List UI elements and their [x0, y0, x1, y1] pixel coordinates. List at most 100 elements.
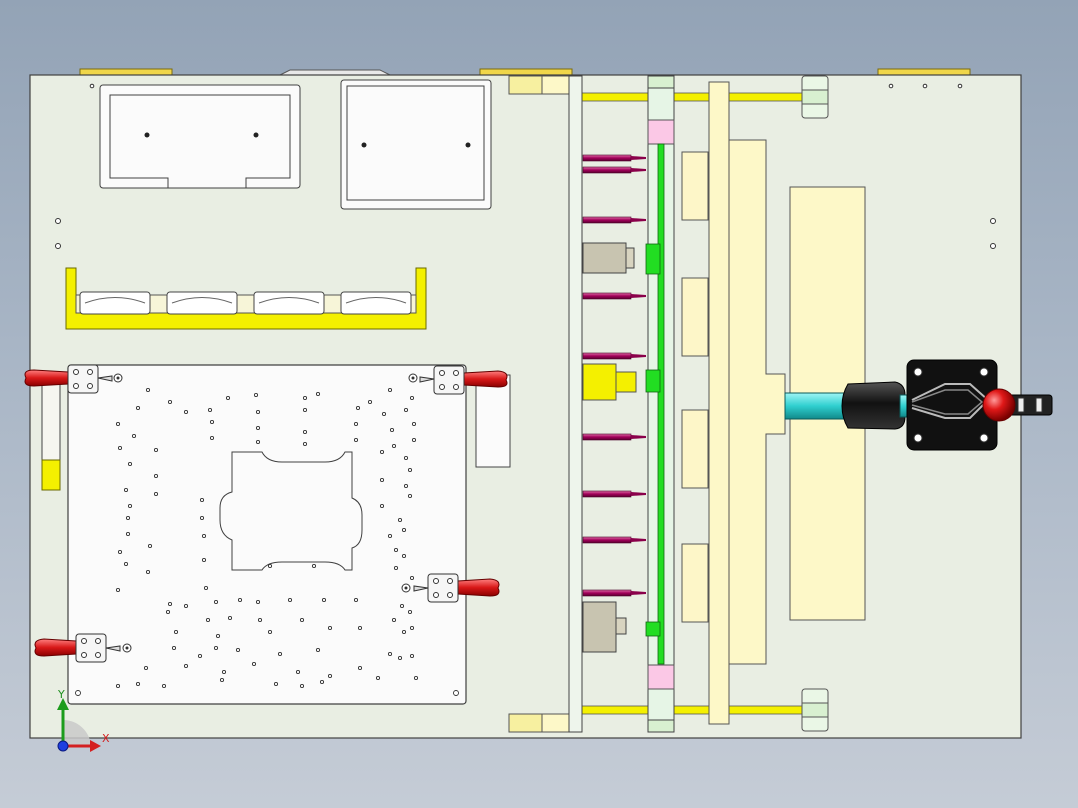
pogo-pin	[582, 154, 646, 162]
test-point-hole	[355, 405, 361, 411]
rod-knob[interactable]	[841, 381, 913, 430]
test-point-hole	[357, 625, 363, 631]
test-point-hole	[197, 653, 203, 659]
test-point-hole	[397, 655, 403, 661]
fan-unit	[79, 291, 412, 315]
pogo-pin	[582, 536, 646, 544]
test-point-hole	[411, 421, 417, 427]
test-point-hole	[295, 669, 301, 675]
test-point-hole	[127, 503, 133, 509]
test-point-hole	[389, 427, 395, 433]
test-point-hole	[393, 547, 399, 553]
test-point-hole	[411, 437, 417, 443]
test-point-hole	[225, 395, 231, 401]
pogo-pins	[582, 154, 646, 597]
window-frame-right	[340, 79, 492, 210]
test-point-hole	[299, 617, 305, 623]
test-point-hole	[413, 675, 419, 681]
pin-column	[568, 75, 583, 733]
test-point-hole	[237, 597, 243, 603]
test-point-hole	[387, 651, 393, 657]
test-point-hole	[153, 447, 159, 453]
test-point-hole	[219, 677, 225, 683]
test-point-hole	[315, 647, 321, 653]
test-point-hole	[321, 597, 327, 603]
test-point-hole	[401, 553, 407, 559]
toggle-clamp-top-right[interactable]	[408, 365, 508, 395]
window-frame-left	[99, 84, 301, 189]
test-point-hole	[209, 419, 215, 425]
test-point-hole	[205, 617, 211, 623]
test-point-hole	[302, 429, 308, 435]
test-point-hole	[353, 597, 359, 603]
test-point-hole	[379, 477, 385, 483]
coordinate-triad	[57, 698, 101, 752]
toggle-clamp-top-left[interactable]	[24, 364, 123, 394]
pogo-pin	[582, 216, 646, 224]
hinge-group	[79, 68, 971, 78]
test-point-hole	[143, 665, 149, 671]
test-point-hole	[221, 669, 227, 675]
test-point-hole	[255, 599, 261, 605]
test-point-hole	[173, 629, 179, 635]
mounting-hole	[453, 690, 459, 696]
test-point-hole	[277, 651, 283, 657]
test-point-hole	[165, 609, 171, 615]
test-point-hole	[255, 439, 261, 445]
test-point-hole	[147, 543, 153, 549]
test-point-hole	[401, 629, 407, 635]
test-point-hole	[161, 683, 167, 689]
test-point-hole	[255, 425, 261, 431]
test-point-hole	[327, 673, 333, 679]
test-point-hole	[127, 461, 133, 467]
test-point-hole	[201, 533, 207, 539]
test-point-hole	[409, 653, 415, 659]
test-point-hole	[251, 661, 257, 667]
test-point-hole	[302, 395, 308, 401]
test-point-hole	[123, 487, 129, 493]
test-point-hole	[407, 493, 413, 499]
test-point-hole	[302, 407, 308, 413]
test-point-hole	[255, 409, 261, 415]
test-point-hole	[397, 517, 403, 523]
pogo-pin	[582, 433, 646, 441]
test-point-hole	[391, 617, 397, 623]
test-point-hole	[379, 449, 385, 455]
test-point-hole	[213, 599, 219, 605]
test-point-hole	[183, 603, 189, 609]
test-point-hole	[215, 633, 221, 639]
test-point-hole	[267, 563, 273, 569]
test-point-hole	[403, 483, 409, 489]
test-point-hole	[115, 587, 121, 593]
connector-blocks	[582, 242, 637, 653]
test-point-hole	[315, 391, 321, 397]
test-point-hole	[353, 421, 359, 427]
pcb-carrier	[645, 75, 675, 733]
test-point-hole	[407, 467, 413, 473]
test-point-hole	[357, 665, 363, 671]
test-point-hole	[135, 405, 141, 411]
test-point-hole	[117, 445, 123, 451]
pogo-pin	[582, 589, 646, 597]
test-point-hole	[183, 409, 189, 415]
test-point-hole	[131, 433, 137, 439]
toggle-clamp-bottom-left[interactable]	[34, 633, 132, 663]
test-point-hole	[135, 681, 141, 687]
test-point-hole	[401, 527, 407, 533]
test-point-hole	[267, 629, 273, 635]
test-point-hole	[391, 443, 397, 449]
pogo-pin	[582, 490, 646, 498]
test-point-hole	[403, 407, 409, 413]
horizontal-toggle-clamp[interactable]	[906, 359, 1053, 451]
test-point-hole	[125, 515, 131, 521]
test-point-hole	[115, 683, 121, 689]
test-point-hole	[167, 601, 173, 607]
test-point-hole	[227, 615, 233, 621]
test-point-hole	[387, 533, 393, 539]
end-blocks	[508, 75, 571, 733]
toggle-clamp-mid-right[interactable]	[401, 573, 500, 603]
test-point-hole	[375, 675, 381, 681]
test-point-hole	[235, 647, 241, 653]
